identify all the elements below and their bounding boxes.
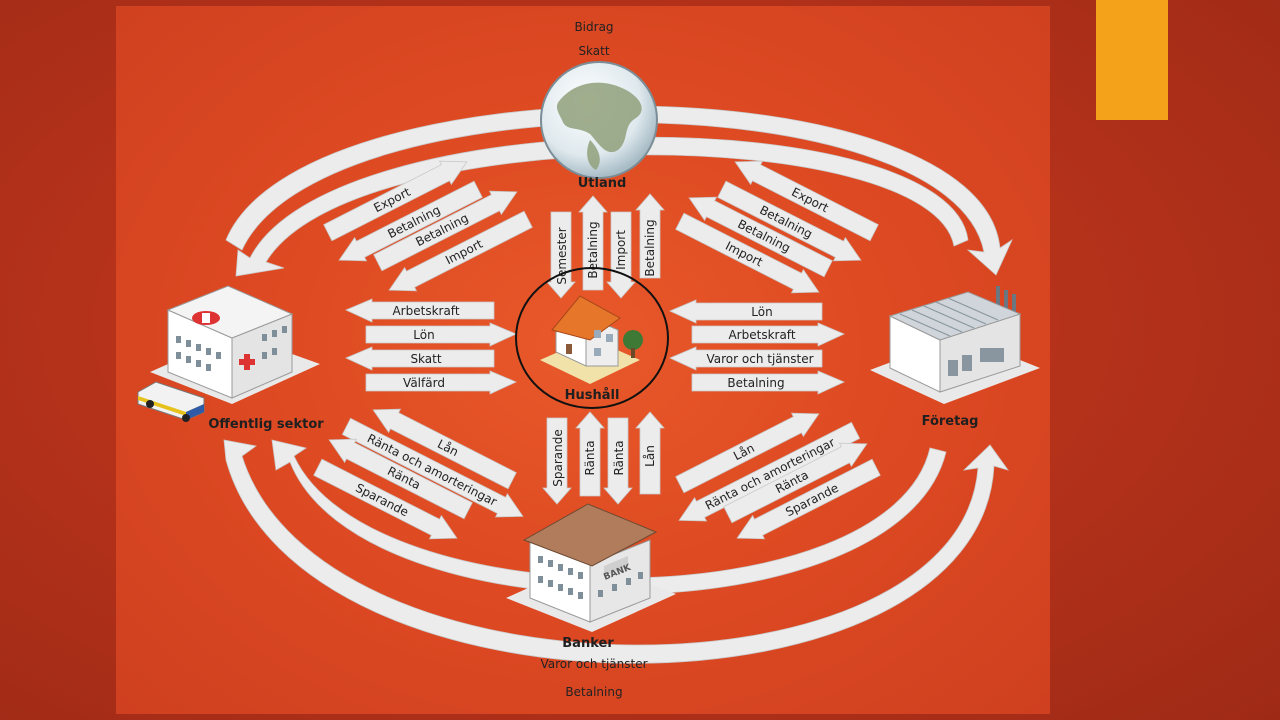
bottom-flow-lan-up: Lån (635, 411, 665, 495)
company-node: Företag (870, 286, 1040, 429)
top-flow-import: Import (606, 211, 636, 299)
right-flow-betalning: Betalning (691, 370, 845, 395)
flow-label: Betalning (727, 376, 784, 390)
top-flow-betalning-up-1: Betalning (578, 195, 608, 291)
accent-rectangle (1096, 0, 1168, 120)
public-sector-label: Offentlig sektor (208, 417, 324, 432)
hand-drawn-circle (515, 267, 669, 409)
world-node: Utland (540, 61, 658, 191)
flow-label: Import (614, 230, 628, 270)
bottom-flow-sparande: Sparande (542, 417, 572, 505)
right-flow-lon: Lön (669, 299, 823, 324)
flow-label: Ränta (612, 440, 626, 475)
left-flow-skatt: Skatt (345, 346, 495, 371)
flow-label: Lån (643, 445, 657, 467)
ring-arrow-skatt (235, 136, 969, 277)
flow-label: Ränta (583, 440, 597, 475)
flow-label: Arbetskraft (728, 328, 795, 342)
factory-icon (870, 286, 1040, 404)
public-sector-node: Offentlig sektor (137, 285, 324, 432)
flow-label: Lön (751, 305, 772, 319)
ring-label-betalning: Betalning (565, 685, 622, 699)
household-node: Hushåll (515, 267, 669, 409)
bl-flow-lan: Lån (372, 408, 517, 490)
flow-label: Betalning (643, 219, 657, 276)
flow-label: Välfärd (403, 376, 445, 390)
ring-label-varor: Varor och tjänster (540, 657, 647, 671)
world-label: Utland (578, 176, 627, 191)
bank-node: BANK Banker (506, 503, 676, 651)
flow-label: Semester (555, 227, 569, 284)
hospital-icon (150, 285, 320, 404)
household-label: Hushåll (565, 388, 620, 403)
ring-arrow-bidrag (225, 105, 1013, 276)
ring-label-skatt: Skatt (578, 44, 609, 58)
bottom-flow-ranta-down: Ränta (603, 417, 633, 505)
top-flow-semester: Semester (546, 211, 576, 299)
flow-label: Skatt (410, 352, 441, 366)
ring-arrow-betalning (223, 439, 1009, 664)
flow-label: Arbetskraft (392, 304, 459, 318)
right-flow-varor: Varor och tjänster (669, 346, 823, 371)
flow-label: Betalning (586, 221, 600, 278)
left-flow-valfard: Välfärd (365, 370, 517, 395)
bank-label: Banker (562, 636, 614, 651)
top-flow-betalning-up-2: Betalning (635, 193, 665, 279)
house-icon (540, 295, 643, 384)
left-flow-lon: Lön (365, 322, 517, 347)
globe-icon (540, 61, 658, 179)
ambulance-icon (137, 381, 205, 422)
flow-label: Export (789, 185, 831, 215)
flow-label: Lön (413, 328, 434, 342)
right-flow-arbetskraft: Arbetskraft (691, 322, 845, 347)
flow-label: Sparande (551, 429, 565, 486)
ring-label-bidrag: Bidrag (574, 20, 613, 34)
flow-label: Import (443, 237, 485, 268)
ring-arrow-varor (271, 439, 947, 595)
br-flow-lan: Lån (675, 412, 820, 494)
bottom-flow-ranta-up: Ränta (575, 411, 605, 497)
left-flow-arkbetskraft: Arbetskraft (345, 298, 495, 323)
company-label: Företag (922, 414, 979, 429)
bank-building-icon: BANK (506, 503, 676, 632)
flow-label: Varor och tjänster (706, 352, 813, 366)
